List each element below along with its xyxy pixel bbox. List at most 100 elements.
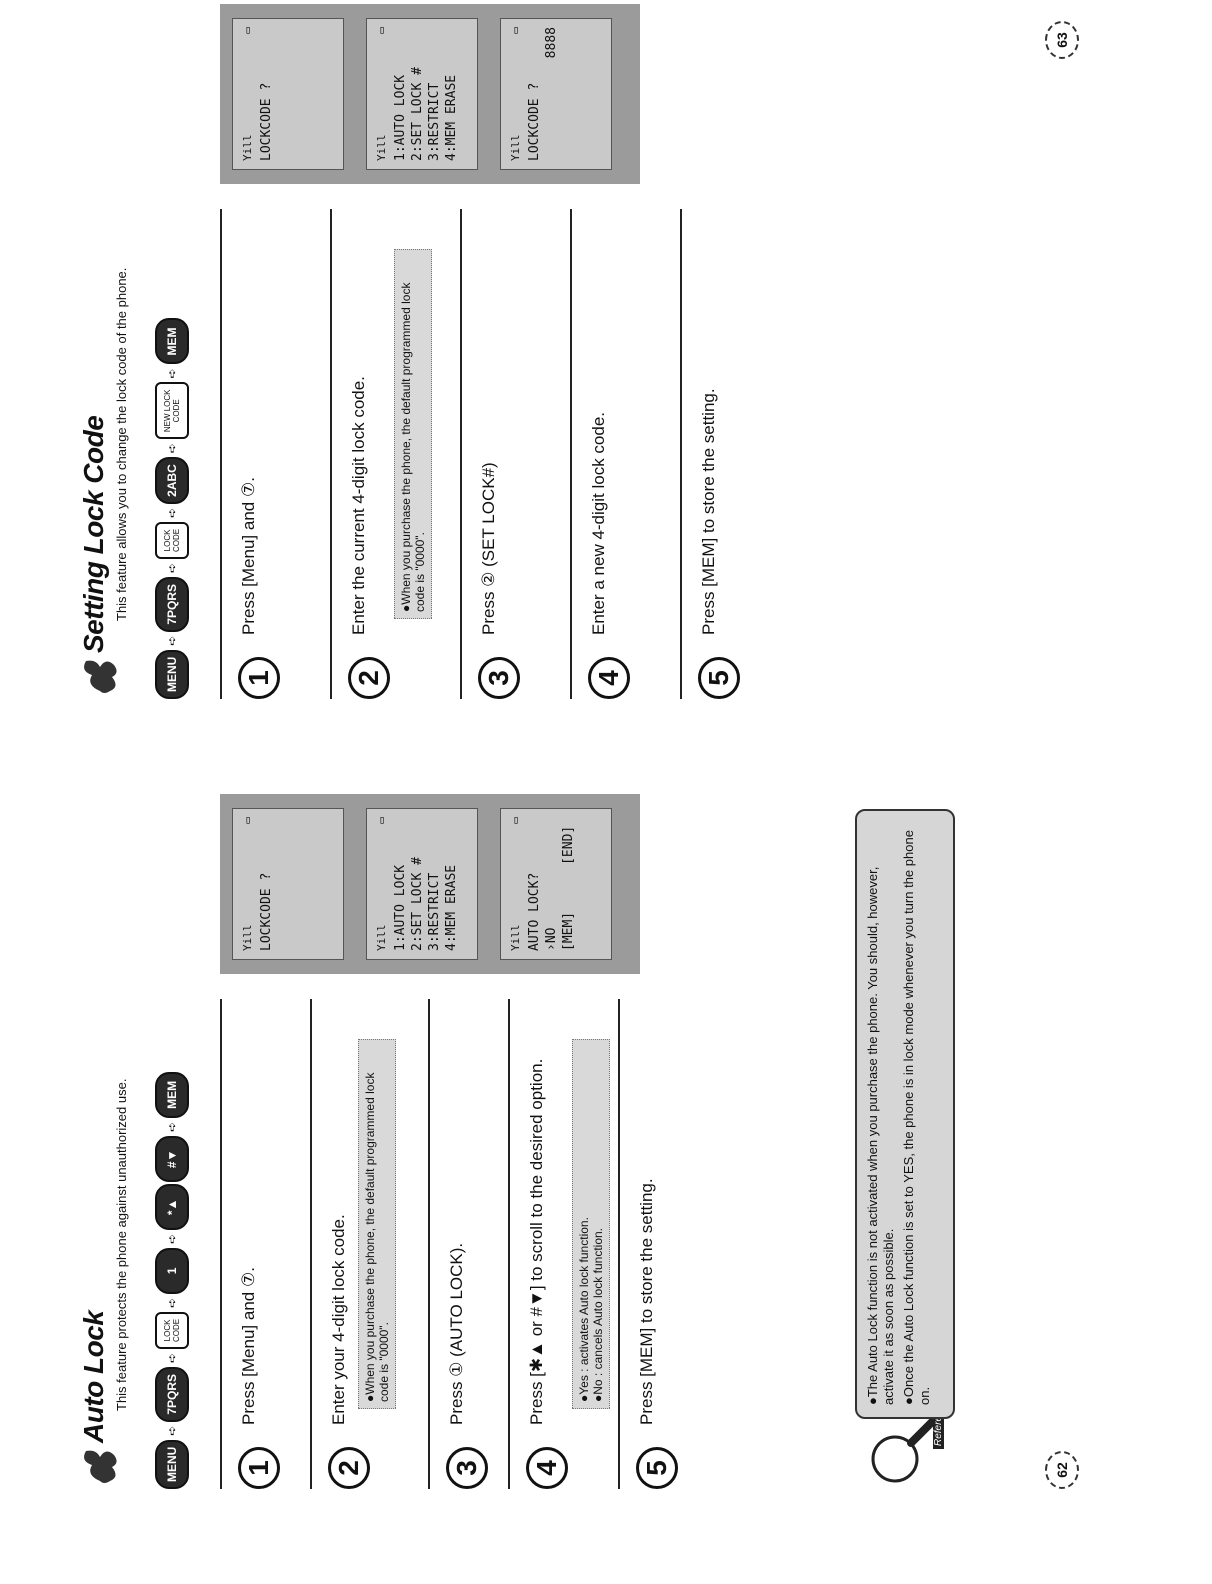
step-note: When you purchase the phone, the default… xyxy=(358,1039,396,1409)
lcd-line: LOCKCODE ? xyxy=(259,82,274,161)
step-text: Press [MEM] to store the setting. xyxy=(699,388,718,635)
lcd-line: LOCKCODE ? xyxy=(527,82,542,161)
step-number: 2 xyxy=(328,1447,370,1489)
mem-key-icon: MEM xyxy=(155,318,189,365)
note-item: When you purchase the phone, the default… xyxy=(363,1046,391,1402)
lcd-line: 4:MEM ERASE xyxy=(444,74,459,161)
step-text: Press [✱▲ or #▼] to scroll to the desire… xyxy=(527,1058,546,1425)
step-number: 2 xyxy=(348,657,390,699)
step-4: 4 Enter a new 4-digit lock code. xyxy=(570,209,680,699)
lcd-status-bar: Yill ▭ xyxy=(373,817,390,951)
step-1: 1 Press [Menu] and ⑦. xyxy=(220,209,330,699)
note-item: No : cancels Auto lock function. xyxy=(591,1046,605,1402)
seven-key-icon: 7PQRS xyxy=(155,1366,189,1422)
step-number: 5 xyxy=(636,1447,678,1489)
new-lock-code-key-icon: NEW LOCK CODE xyxy=(155,382,189,440)
step-3: 3 Press ② (SET LOCK#) xyxy=(460,209,570,699)
step-text: Enter the current 4-digit lock code. xyxy=(349,376,368,635)
arrow-icon: ➪ xyxy=(165,1121,179,1132)
battery-icon: ▭ xyxy=(241,27,254,34)
reference-box: The Auto Lock function is not activated … xyxy=(855,809,955,1419)
step-4: 4 Press [✱▲ or #▼] to scroll to the desi… xyxy=(508,999,618,1489)
page-auto-lock: Auto Lock This feature protects the phon… xyxy=(0,789,1079,1489)
page-setting-lock-code: Setting Lock Code This feature allows yo… xyxy=(0,0,1079,699)
reference-item: Once the Auto Lock function is set to YE… xyxy=(901,823,933,1405)
signal-icon: Yill xyxy=(509,134,522,162)
step-text: Press ② (SET LOCK#) xyxy=(479,462,498,635)
battery-icon: ▭ xyxy=(509,27,522,34)
step-text: Press [MEM] to store the setting. xyxy=(637,1178,656,1425)
puzzle-icon xyxy=(84,660,117,693)
key-sequence: MENU ➪ 7PQRS ➪ LOCK CODE ➪ 1 ➪ *▲ #▼ ➪ M… xyxy=(152,789,192,1489)
arrow-icon: ➪ xyxy=(165,1233,179,1244)
reference-item: The Auto Lock function is not activated … xyxy=(865,823,897,1405)
signal-icon: Yill xyxy=(375,134,388,162)
step-text: Press [Menu] and ⑦. xyxy=(239,1267,258,1425)
arrow-icon: ➪ xyxy=(165,507,179,518)
step-text: Press [Menu] and ⑦. xyxy=(239,477,258,635)
lcd-status-bar: Yill ▭ xyxy=(373,27,390,161)
reference-section: Reference The Auto Lock function is not … xyxy=(855,799,960,1489)
lcd-screen: Yill ▭ AUTO LOCK? ›NO [MEM] [END] xyxy=(500,808,612,960)
lcd-status-bar: Yill ▭ xyxy=(507,27,524,161)
hash-down-key-icon: #▼ xyxy=(155,1135,189,1182)
arrow-icon: ➪ xyxy=(165,443,179,454)
page-number: 63 xyxy=(1045,21,1079,59)
page-title: Auto Lock xyxy=(78,1310,109,1443)
step-text: Enter your 4-digit lock code. xyxy=(329,1214,348,1425)
signal-icon: Yill xyxy=(509,924,522,952)
page-number: 62 xyxy=(1045,1451,1079,1489)
arrow-icon: ➪ xyxy=(165,1425,179,1436)
battery-icon: ▭ xyxy=(375,27,388,34)
arrow-icon: ➪ xyxy=(165,1297,179,1308)
step-number: 5 xyxy=(698,657,740,699)
title-row: Auto Lock This feature protects the phon… xyxy=(70,789,140,1489)
lcd-line: 4:MEM ERASE xyxy=(444,864,459,951)
steps-list: 1 Press [Menu] and ⑦. 2 Enter your 4-dig… xyxy=(220,999,708,1489)
lcd-line: 3:RESTRICT xyxy=(427,872,442,951)
arrow-icon: ➪ xyxy=(165,562,179,573)
step-number: 3 xyxy=(478,657,520,699)
arrow-icon: ➪ xyxy=(165,1352,179,1363)
star-up-key-icon: *▲ xyxy=(155,1183,189,1230)
lcd-screen: Yill ▭ LOCKCODE ? 8888 xyxy=(500,18,612,170)
page-intro: This feature protects the phone against … xyxy=(114,1078,129,1411)
lcd-line: AUTO LOCK? xyxy=(527,872,542,951)
step-2: 2 Enter your 4-digit lock code. When you… xyxy=(310,999,428,1489)
signal-icon: Yill xyxy=(375,924,388,952)
lcd-status-bar: Yill ▭ xyxy=(239,817,256,951)
one-key-icon: 1 xyxy=(155,1247,189,1294)
step-number: 1 xyxy=(238,1447,280,1489)
phone-screens: Yill ▭ LOCKCODE ? Yill ▭ 1:AUTO LOCK 2:S… xyxy=(220,4,640,184)
step-note: Yes : activates Auto lock function. No :… xyxy=(572,1039,610,1409)
lcd-screen: Yill ▭ 1:AUTO LOCK 2:SET LOCK # 3:RESTRI… xyxy=(366,808,478,960)
lcd-line: LOCKCODE ? xyxy=(259,872,274,951)
note-item: When you purchase the phone, the default… xyxy=(399,256,427,612)
step-1: 1 Press [Menu] and ⑦. xyxy=(220,999,310,1489)
battery-icon: ▭ xyxy=(375,817,388,824)
signal-icon: Yill xyxy=(241,924,254,952)
title-row: Setting Lock Code This feature allows yo… xyxy=(70,0,140,699)
arrow-icon: ➪ xyxy=(165,635,179,646)
lcd-line: [MEM] [END] xyxy=(561,825,576,951)
lcd-screen: Yill ▭ 1:AUTO LOCK 2:SET LOCK # 3:RESTRI… xyxy=(366,18,478,170)
lcd-status-bar: Yill ▭ xyxy=(239,27,256,161)
lcd-line: 3:RESTRICT xyxy=(427,82,442,161)
lcd-line: 2:SET LOCK # xyxy=(410,857,425,951)
step-number: 1 xyxy=(238,657,280,699)
lock-code-key-icon: LOCK CODE xyxy=(155,521,189,559)
puzzle-icon xyxy=(84,1450,117,1483)
steps-list: 1 Press [Menu] and ⑦. 2 Enter the curren… xyxy=(220,209,770,699)
mem-key-icon: MEM xyxy=(155,1071,189,1118)
lcd-screen: Yill ▭ LOCKCODE ? xyxy=(232,808,344,960)
step-2: 2 Enter the current 4-digit lock code. W… xyxy=(330,209,460,699)
seven-key-icon: 7PQRS xyxy=(155,576,189,632)
step-note: When you purchase the phone, the default… xyxy=(394,249,432,619)
two-key-icon: 2ABC xyxy=(155,457,189,504)
step-text: Press ① (AUTO LOCK). xyxy=(447,1242,466,1425)
step-number: 4 xyxy=(588,657,630,699)
note-item: Yes : activates Auto lock function. xyxy=(577,1046,591,1402)
lcd-line: 2:SET LOCK # xyxy=(410,67,425,161)
battery-icon: ▭ xyxy=(509,817,522,824)
